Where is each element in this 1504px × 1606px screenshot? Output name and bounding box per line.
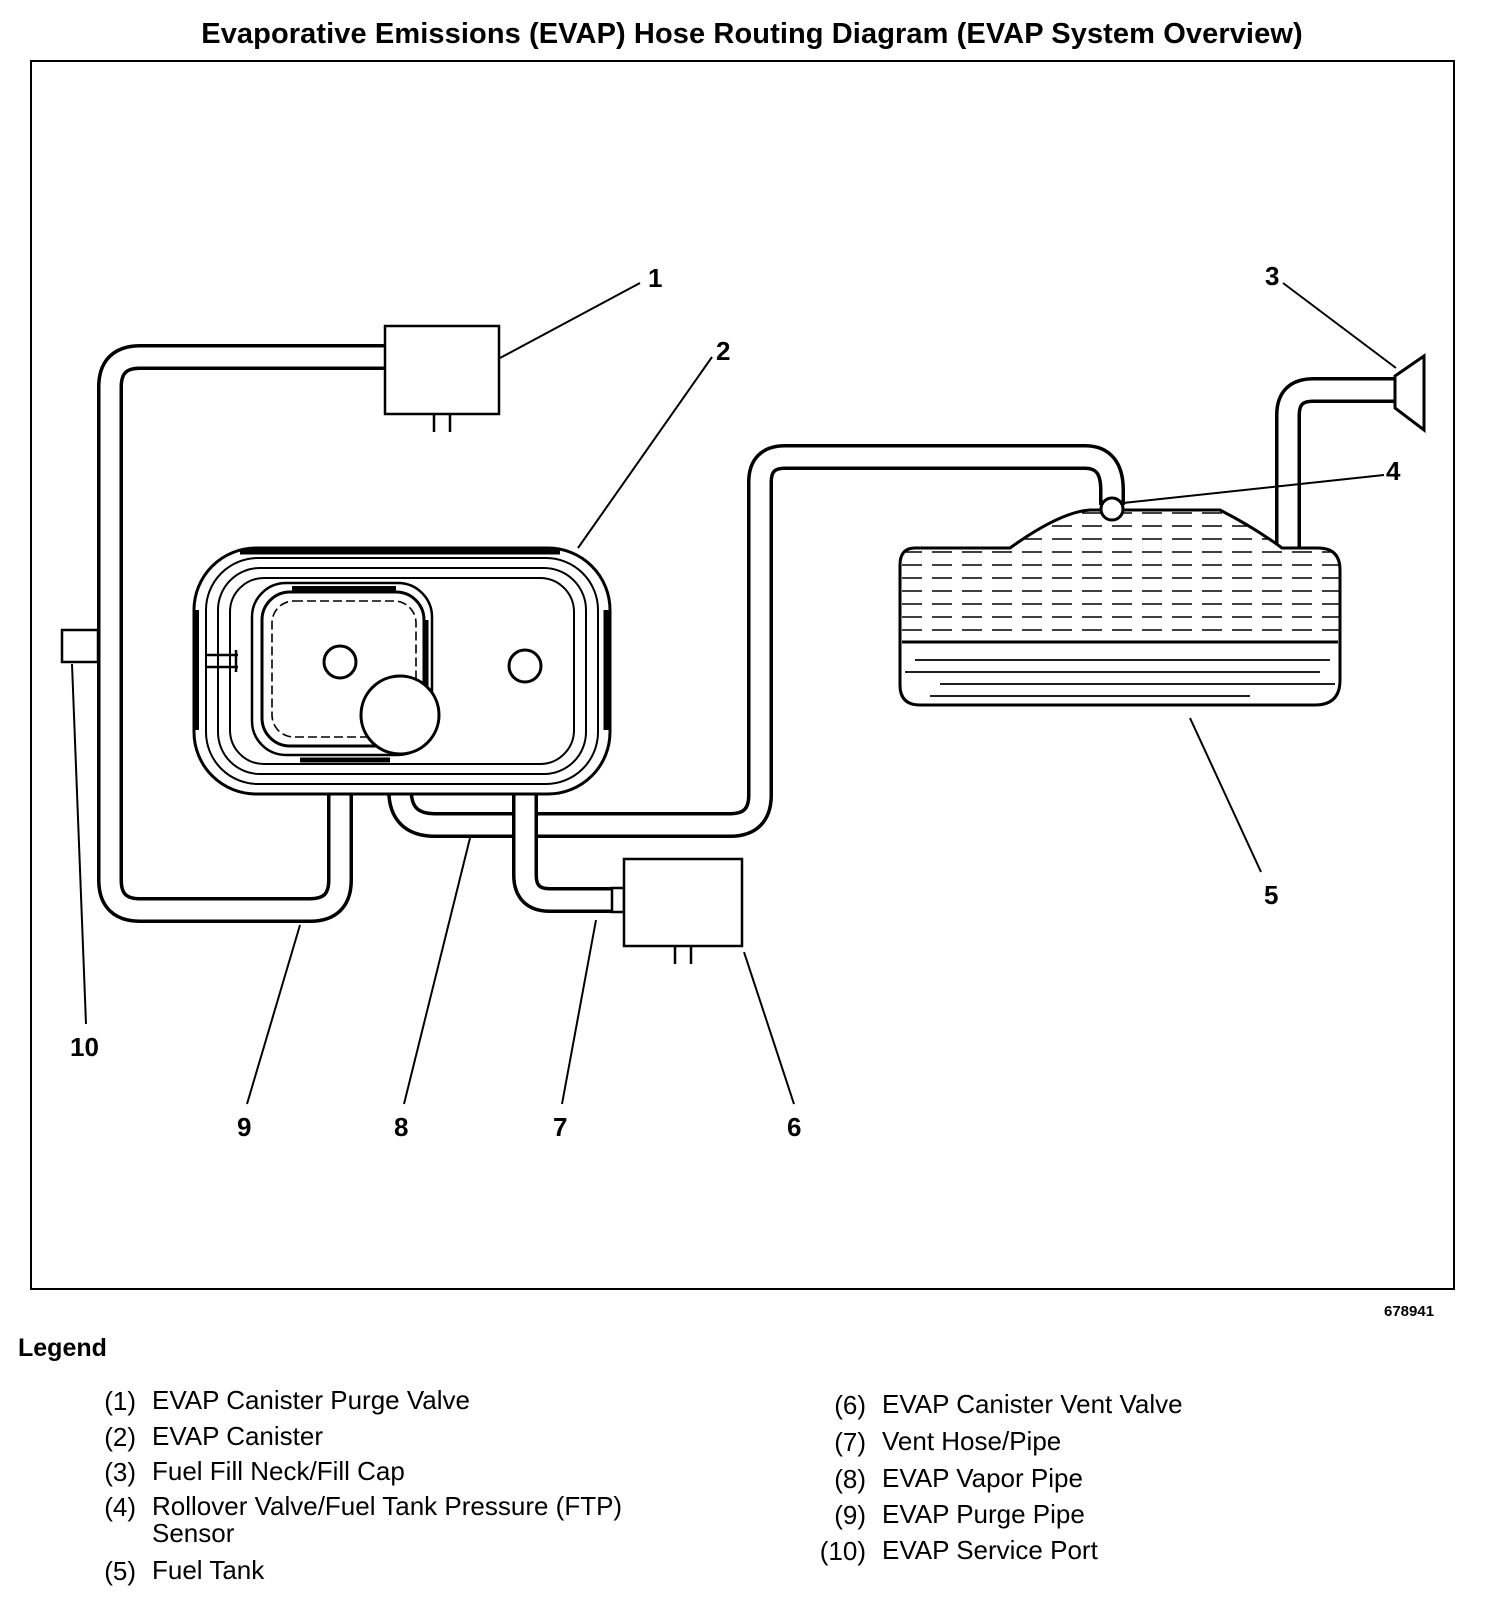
callout-9: 9 [237,1112,251,1142]
legend-item-number: (2) [104,1422,136,1452]
evap-diagram: 1 2 3 4 5 6 7 8 9 10 [60,261,1426,1142]
diagram-frame [30,60,1455,1290]
legend-item-text: Fuel Fill Neck/Fill Cap [152,1456,405,1486]
legend-item-number: (6) [834,1390,866,1420]
legend-item: (6) EVAP Canister Vent Valve [800,1390,1182,1421]
legend-item: (1) EVAP Canister Purge Valve [70,1386,470,1417]
legend-item-text: Rollover Valve/Fuel Tank Pressure (FTP) [152,1491,623,1521]
canister-vapor-port [359,674,441,756]
legend-item-number: (10) [819,1536,866,1566]
evap-canister-purge-valve [383,324,501,432]
fuel-fill-cap [1393,353,1426,434]
legend-item-text: EVAP Service Port [882,1535,1098,1565]
legend-item-number: (7) [834,1427,866,1457]
legend-item: (3) Fuel Fill Neck/Fill Cap [70,1457,405,1488]
legend-item-number: (4) [104,1492,136,1522]
legend-heading: Legend [18,1334,107,1362]
legend-item: (2) EVAP Canister [70,1422,323,1453]
legend-item-number: (8) [834,1464,866,1494]
legend-item: (4) Rollover Valve/Fuel Tank Pressure (F… [70,1492,622,1547]
figure-id: 678941 [1384,1303,1435,1320]
legend-item-number: (3) [104,1457,136,1487]
canister-vent-port [507,648,543,684]
legend-item-text-continued: Sensor [152,1518,235,1548]
callout-10: 10 [70,1032,99,1062]
legend-item-text: EVAP Canister Purge Valve [152,1385,470,1415]
callout-6: 6 [787,1112,801,1142]
legend-item: (5) Fuel Tank [70,1556,264,1587]
diagram-title: Evaporative Emissions (EVAP) Hose Routin… [201,18,1303,50]
legend-item-number: (5) [104,1556,136,1586]
callout-4: 4 [1386,456,1401,486]
legend-item: (7) Vent Hose/Pipe [800,1427,1061,1458]
fuel-fill-neck [1275,377,1395,548]
fuel-tank [898,508,1342,707]
legend-item-number: (1) [104,1386,136,1416]
callout-2: 2 [716,336,730,366]
legend-item-text: EVAP Canister Vent Valve [882,1389,1183,1419]
evap-service-port [60,628,100,664]
callout-5: 5 [1264,880,1278,910]
legend-item-text: EVAP Purge Pipe [882,1499,1085,1529]
legend-item: (10) EVAP Service Port [800,1536,1098,1567]
callout-7: 7 [553,1112,567,1142]
legend-item: (8) EVAP Vapor Pipe [800,1464,1083,1495]
legend-item-number: (9) [834,1500,866,1530]
legend-item-text: Vent Hose/Pipe [882,1426,1062,1456]
rollover-valve-ftp-sensor [1099,496,1125,522]
evap-canister-vent-valve [610,857,744,964]
legend-item-text: EVAP Vapor Pipe [882,1463,1083,1493]
canister-purge-port [322,644,358,680]
legend-item-text: Fuel Tank [152,1555,265,1585]
legend-item-text: EVAP Canister [152,1421,324,1451]
callout-3: 3 [1265,261,1279,291]
evap-canister [192,546,612,796]
legend-item: (9) EVAP Purge Pipe [800,1500,1085,1531]
callout-1: 1 [648,263,662,293]
callout-8: 8 [394,1112,408,1142]
